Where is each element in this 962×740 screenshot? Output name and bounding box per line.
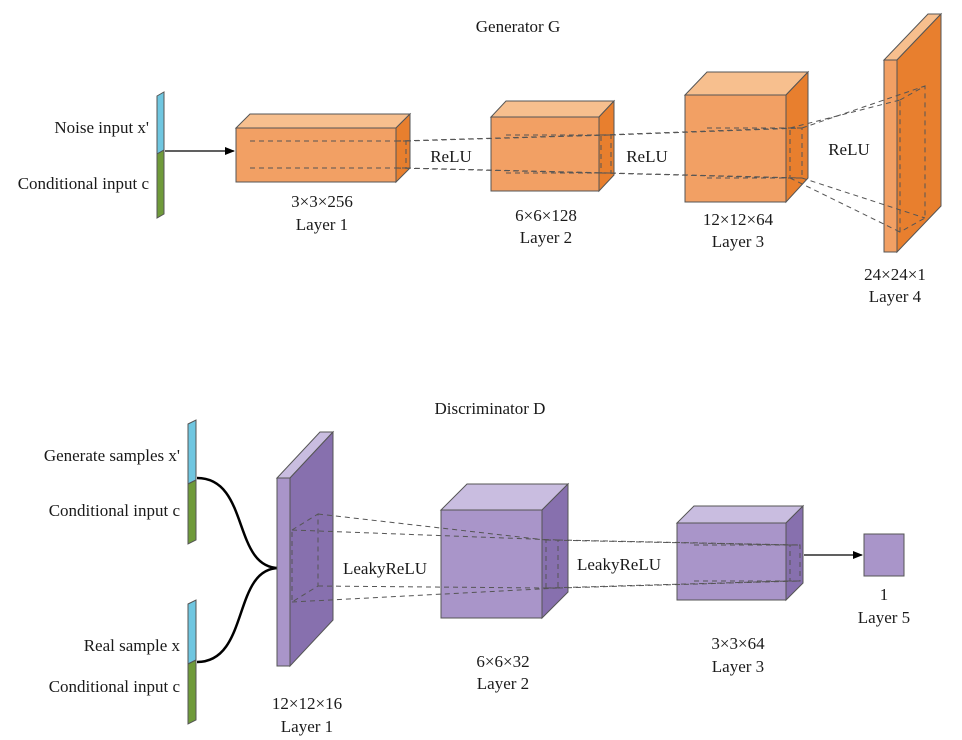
discriminator-output-block [863, 533, 905, 577]
generator-layer2-name: Layer 2 [520, 228, 572, 247]
discriminator-layer1-name: Layer 1 [281, 717, 333, 736]
generator-layer1-name: Layer 1 [296, 215, 348, 234]
generator-layer3-block [683, 70, 810, 204]
generator-conditional-label: Conditional input c [18, 174, 150, 193]
discriminator-layer3-dims: 3×3×64 [711, 634, 765, 653]
generator-title: Generator G [476, 17, 561, 36]
generator-layer4-dims: 24×24×1 [864, 265, 926, 284]
real-input-curve [196, 566, 280, 664]
discriminator-layer3-name: Layer 3 [712, 657, 764, 676]
discriminator-section: Discriminator D Generate samples x' Cond… [44, 399, 910, 736]
discriminator-output-name: Layer 5 [858, 608, 910, 627]
generator-activation-1: ReLU [430, 147, 472, 166]
discriminator-activation-1: LeakyReLU [343, 559, 427, 578]
real-sample-label: Real sample x [84, 636, 181, 655]
discriminator-layer1-dims: 12×12×16 [272, 694, 342, 713]
generator-activation-3: ReLU [828, 140, 870, 159]
discriminator-output-dims: 1 [880, 585, 889, 604]
generator-layer1-dims: 3×3×256 [291, 192, 353, 211]
generator-layer4-name: Layer 4 [869, 287, 922, 306]
generator-layer1-block [234, 112, 412, 184]
discriminator-layer2-block [439, 482, 570, 620]
generator-layer2-block [489, 99, 616, 193]
generator-layer4-block [882, 12, 943, 254]
discriminator-layer2-dims: 6×6×32 [476, 652, 529, 671]
generator-layer2-dims: 6×6×128 [515, 206, 577, 225]
generator-projection-lines [250, 85, 926, 233]
discriminator-activation-2: LeakyReLU [577, 555, 661, 574]
discriminator-layer1-block [275, 430, 335, 668]
generator-layer3-dims: 12×12×64 [703, 210, 774, 229]
discriminator-layer2-name: Layer 2 [477, 674, 529, 693]
generated-samples-label: Generate samples x' [44, 446, 180, 465]
discriminator-input-bar-real [187, 599, 197, 725]
conditional-input-bar [156, 149, 165, 219]
generator-activation-2: ReLU [626, 147, 668, 166]
generator-input-bar [156, 91, 165, 219]
generator-layer3-name: Layer 3 [712, 232, 764, 251]
discriminator-title: Discriminator D [435, 399, 546, 418]
generator-section: Generator G Noise input x' Conditional i… [18, 12, 943, 306]
discriminator-projection-lines [291, 513, 801, 603]
discriminator-conditional-label-1: Conditional input c [49, 501, 181, 520]
discriminator-layer3-block [675, 504, 805, 602]
discriminator-conditional-label-2: Conditional input c [49, 677, 181, 696]
noise-input-label: Noise input x' [54, 118, 149, 137]
generated-input-curve [196, 476, 280, 570]
discriminator-input-bar-generated [187, 419, 197, 545]
noise-input-bar [156, 91, 165, 155]
